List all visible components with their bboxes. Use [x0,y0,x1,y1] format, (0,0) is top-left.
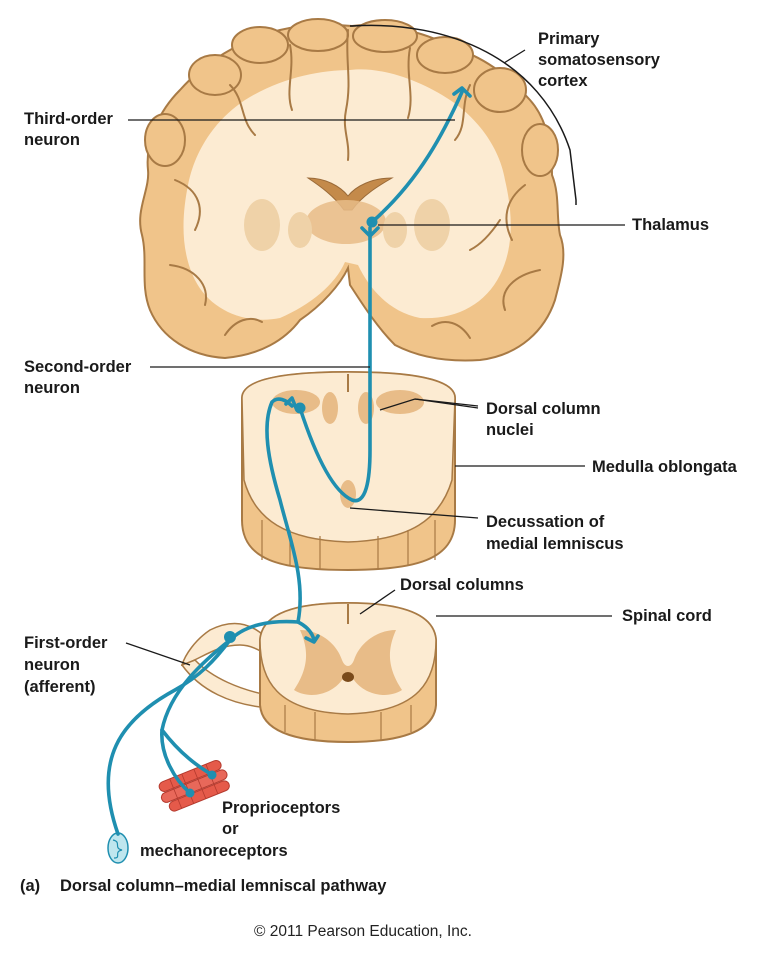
dorsal-column-nucleus-left [272,390,320,414]
basal-nucleus-left [244,199,280,251]
label-first-order-neuron: First-order neuron (afferent) [24,634,112,696]
third-order-neuron [370,90,464,224]
label-second-order-neuron: Second-order neuron [24,358,136,397]
first-order-ascending [265,397,302,624]
synapse-spinal [304,634,320,644]
receptor-terminal-1 [185,788,195,798]
spinal-ridges [284,705,412,740]
central-canal [342,672,354,682]
cortex-bracket [350,24,577,205]
mechanoreceptor [107,832,129,864]
caption-letter: (a) [20,877,40,895]
basal-nucleus-left-2 [288,212,312,248]
figure-caption: (a) Dorsal column–medial lemniscal pathw… [20,877,387,895]
synapse-cortex [452,86,472,98]
label-primary-cortex: Primary somatosensory cortex [538,30,665,90]
spinal-cord-section [180,601,437,744]
lateral-ventricles [306,177,394,211]
leader-lines [125,49,625,666]
label-thalamus: Thalamus [632,216,709,234]
brain-coronal-section [139,18,565,362]
label-third-order-neuron: Third-order neuron [24,110,118,149]
copyright-notice: © 2011 Pearson Education, Inc. [254,923,472,940]
spinal-nerve [180,659,273,709]
basal-nucleus-right-2 [383,212,407,248]
medulla-face [241,371,456,543]
medulla-gray-left [322,392,338,424]
label-decussation: Decussation of medial lemniscus [486,513,624,553]
label-receptors: Proprioceptors or mechanoreceptors [140,799,345,860]
cell-body-medulla [294,402,306,414]
label-medulla-oblongata: Medulla oblongata [592,458,738,476]
spinal-gray-matter [294,630,402,695]
cell-body-thalamus [366,216,378,228]
synapse-thalamus [360,226,380,238]
neuron-pathway [106,86,472,836]
synapse-medulla [284,396,298,410]
label-dorsal-columns: Dorsal columns [400,576,524,594]
second-order-neuron [298,226,372,503]
brain-gyri [144,18,559,177]
first-order-neuron-axon [106,638,232,836]
caption-title: Dorsal column–medial lemniscal pathway [60,877,387,895]
dorsal-column-nucleus-right [376,390,424,414]
brain-sulci [169,29,541,339]
receptor-terminal-2 [207,770,217,780]
medulla-ridges [261,520,436,569]
cell-body-ganglion [224,631,236,643]
label-dorsal-column-nuclei: Dorsal column nuclei [486,400,605,439]
medulla-oblongata [241,370,456,572]
label-spinal-cord: Spinal cord [622,607,712,625]
